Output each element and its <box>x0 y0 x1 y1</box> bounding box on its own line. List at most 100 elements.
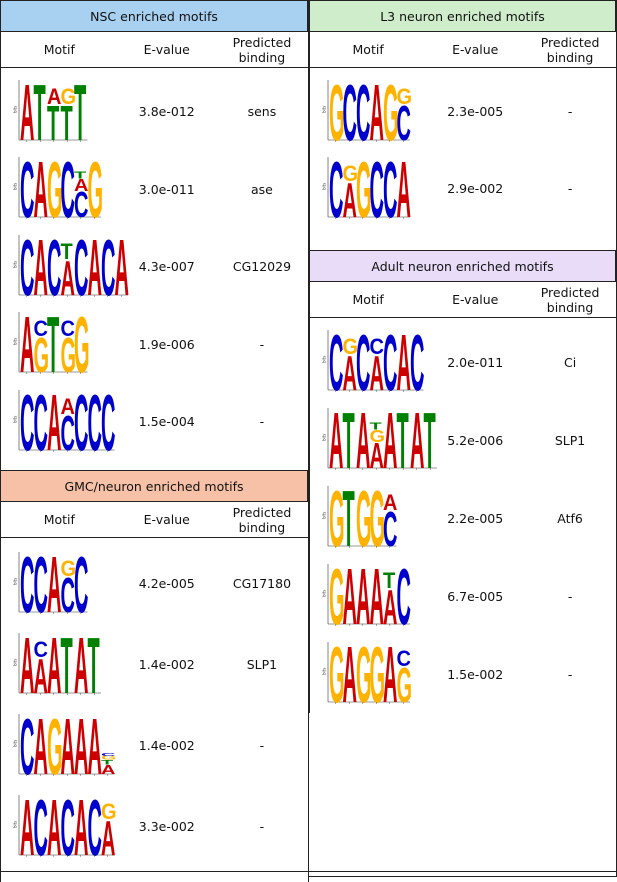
logo-letter-G: G <box>397 659 412 708</box>
logo-letter-C: C <box>329 155 343 223</box>
col-header-motif: Motif <box>43 42 75 57</box>
evalue-cell: 1.4e-002 <box>138 657 195 672</box>
logo-letter-G: G <box>356 155 372 223</box>
logo-letter-C: C <box>383 328 397 396</box>
logo-axis-label: bits <box>322 590 327 597</box>
logo-letter-C: C <box>20 550 34 618</box>
logo-letter-C: C <box>34 388 48 456</box>
logo-letter-T: T <box>343 484 355 552</box>
logo-letter-A: A <box>61 395 75 419</box>
col-header-binding: Predicted binding <box>540 34 600 65</box>
logo-letter-C: C <box>47 233 61 301</box>
logo-letter-A: A <box>20 78 34 146</box>
logo-axis-label: bits <box>13 577 18 584</box>
logo-letter-T: T <box>424 406 436 474</box>
logo-letter-A: A <box>74 712 88 780</box>
logo-letter-C: C <box>74 550 88 618</box>
evalue-cell: 3.0e-011 <box>138 181 195 197</box>
logo-letter-A: A <box>370 562 384 630</box>
logo-letter-A: A <box>47 631 61 699</box>
logo-letter-A: A <box>20 310 34 378</box>
evalue-cell: 5.2e-006 <box>447 432 504 448</box>
evalue-cell: 2.2e-005 <box>447 510 504 526</box>
col-header-motif: Motif <box>43 512 75 527</box>
logo-letter-G: G <box>370 640 386 708</box>
logo-letter-C: C <box>61 793 75 861</box>
logo-letter-G: G <box>88 155 103 223</box>
col-header-binding: Predicted binding <box>232 34 292 65</box>
logo-letter-T: T <box>397 406 409 474</box>
logo-letter-C: C <box>101 752 116 757</box>
logo-letter-G: G <box>370 484 386 552</box>
logo-axis-label: bits <box>322 668 327 675</box>
logo-letter-A: A <box>370 78 384 146</box>
logo-letter-C: C <box>88 793 102 861</box>
logo-letter-G: G <box>101 800 116 824</box>
logo-letter-G: G <box>61 329 77 378</box>
logo-letter-C: C <box>101 233 115 301</box>
logo-axis-label: bits <box>13 739 18 746</box>
logo-letter-G: G <box>61 557 77 581</box>
logo-letter-C: C <box>20 155 34 223</box>
logo-letter-A: A <box>88 233 102 301</box>
logo-letter-C: C <box>383 155 397 223</box>
l3-section-title: L3 neuron enriched motifs <box>309 0 616 32</box>
logo-letter-A: A <box>356 406 370 474</box>
nsc-section: NSC enriched motifs Motif E-value Predic… <box>0 0 309 470</box>
logo-letter-C: C <box>88 388 102 456</box>
logo-letter-G: G <box>329 78 345 146</box>
logo-letter-T: T <box>101 758 113 766</box>
logo-letter-A: A <box>397 155 411 223</box>
evalue-cell: 3.3e-002 <box>138 819 195 834</box>
logo-letter-A: A <box>20 793 34 861</box>
logo-letter-C: C <box>356 328 370 396</box>
logo-letter-C: C <box>370 335 384 359</box>
binding-cell: SLP1 <box>246 657 278 672</box>
logo-letter-C: C <box>34 638 48 662</box>
gmc-section-title: GMC/neuron enriched motifs <box>0 470 308 502</box>
binding-cell: SLP1 <box>554 432 586 448</box>
logo-letter-A: A <box>47 793 61 861</box>
logo-axis-label: bits <box>322 105 327 112</box>
logo-letter-A: A <box>115 233 129 301</box>
logo-axis-label: bits <box>13 105 18 112</box>
evalue-cell: 6.7e-005 <box>447 588 504 604</box>
logo-letter-C: C <box>101 388 115 456</box>
logo-letter-T: T <box>61 240 73 264</box>
logo-letter-T: T <box>47 96 59 145</box>
logo-letter-C: C <box>20 712 34 780</box>
logo-letter-G: G <box>356 640 372 708</box>
logo-letter-C: C <box>61 406 75 455</box>
binding-cell: - <box>567 104 573 119</box>
logo-letter-C: C <box>343 78 357 146</box>
logo-letter-A: A <box>343 562 357 630</box>
logo-letter-T: T <box>61 631 73 699</box>
